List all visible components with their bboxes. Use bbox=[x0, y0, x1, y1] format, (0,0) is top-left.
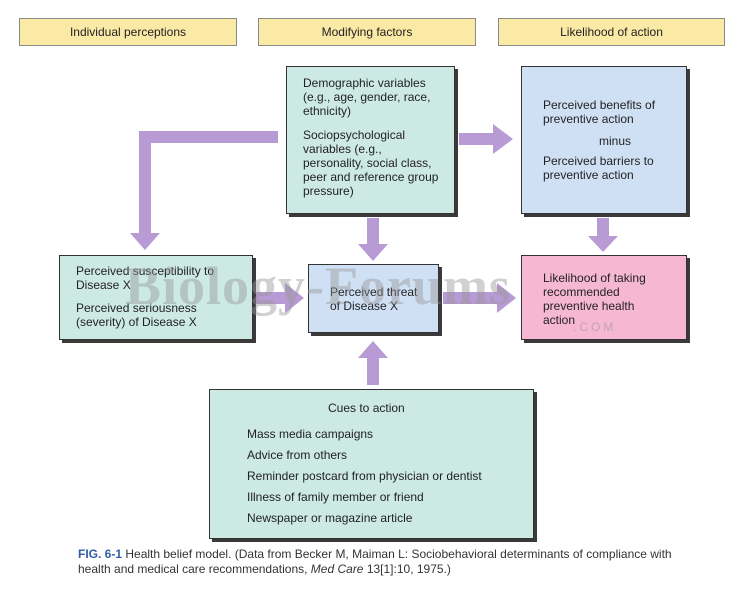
perceived-susceptibility-text: Perceived susceptibility to Disease X bbox=[76, 264, 215, 292]
arrow-perceptions-to-threat bbox=[256, 283, 304, 313]
arrow-modifying-to-threat bbox=[358, 218, 388, 261]
perceived-benefits-text: Perceived benefits of preventive action bbox=[543, 98, 656, 126]
caption-text: Health belief model. (Data from Becker M… bbox=[78, 547, 672, 576]
cue-item: Mass media campaigns bbox=[247, 427, 374, 441]
arrow-modifying-to-perceptions bbox=[130, 131, 278, 250]
arrow-threat-to-likelihood bbox=[443, 283, 516, 313]
perceived-seriousness-text: Perceived seriousness (severity) of Dise… bbox=[76, 301, 197, 329]
header-individual-perceptions: Individual perceptions bbox=[19, 18, 237, 46]
perceived-barriers-text: Perceived barriers to preventive action bbox=[543, 154, 654, 182]
perceptions-box: Perceived susceptibility to Disease X Pe… bbox=[59, 255, 253, 340]
caption-citation: 13[1]:10, 1975.) bbox=[363, 562, 451, 576]
sociopsychological-variables-text: Sociopsychological variables (e.g., pers… bbox=[303, 128, 439, 198]
cue-item: Reminder postcard from physician or dent… bbox=[247, 469, 482, 483]
header-likelihood-of-action: Likelihood of action bbox=[498, 18, 725, 46]
arrow-cues-to-threat bbox=[358, 341, 388, 385]
caption-journal: Med Care bbox=[310, 562, 364, 576]
figure-caption: FIG. 6-1 Health belief model. (Data from… bbox=[78, 547, 698, 577]
figure-label: FIG. 6-1 bbox=[78, 547, 123, 561]
arrow-modifying-to-benefits bbox=[459, 124, 513, 154]
header-modifying-factors: Modifying factors bbox=[258, 18, 476, 46]
perceived-threat-box: Perceived threat of Disease X bbox=[308, 264, 439, 333]
likelihood-box: Likelihood of taking recommended prevent… bbox=[521, 255, 687, 340]
cue-item: Newspaper or magazine article bbox=[247, 511, 413, 525]
cues-to-action-box: Cues to action Mass media campaigns Advi… bbox=[209, 389, 534, 539]
minus-text: minus bbox=[599, 134, 632, 148]
perceived-threat-text: Perceived threat of Disease X bbox=[330, 285, 418, 313]
arrow-benefits-to-likelihood bbox=[588, 218, 618, 252]
cue-item: Advice from others bbox=[247, 448, 348, 462]
cues-title: Cues to action bbox=[328, 401, 405, 415]
modifying-factors-box: Demographic variables (e.g., age, gender… bbox=[286, 66, 455, 214]
demographic-variables-text: Demographic variables (e.g., age, gender… bbox=[303, 76, 431, 118]
likelihood-text: Likelihood of taking recommended prevent… bbox=[543, 271, 646, 327]
cue-item: Illness of family member or friend bbox=[247, 490, 424, 504]
benefits-barriers-box: Perceived benefits of preventive action … bbox=[521, 66, 687, 214]
